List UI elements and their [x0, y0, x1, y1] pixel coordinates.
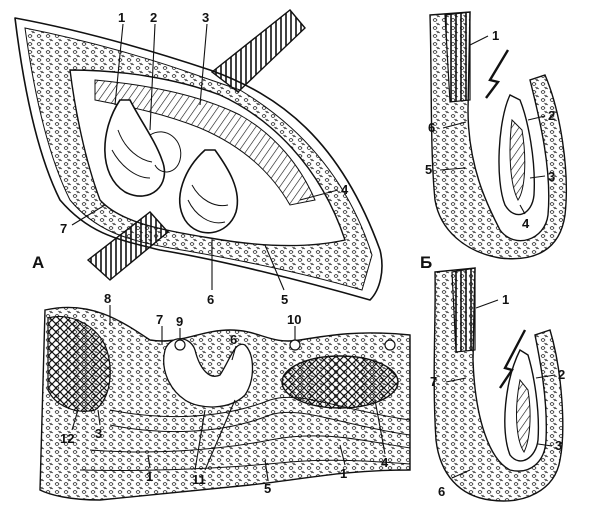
- panel-b-top-label-3: 3: [548, 169, 555, 184]
- panel-c-label-6: 6: [230, 332, 237, 347]
- panel-c-label-3: 3: [95, 426, 102, 441]
- panel-a-label-6: 6: [207, 292, 214, 307]
- panel-a-letter: А: [32, 253, 44, 272]
- panel-c-label-1a: 1: [146, 469, 153, 484]
- panel-a-label-7: 7: [60, 221, 67, 236]
- panel-a-label-2: 2: [150, 10, 157, 25]
- panel-b-bottom-label-2: 2: [558, 367, 565, 382]
- panel-c-label-10: 10: [287, 312, 301, 327]
- panel-b-top-label-2: 2: [548, 108, 555, 123]
- panel-b-letter: Б: [420, 253, 432, 272]
- panel-a-label-5: 5: [281, 292, 288, 307]
- panel-a: 1 2 3 4 5 6 7 А: [14, 9, 383, 307]
- panel-b-top-label-5: 5: [425, 162, 432, 177]
- panel-b-top-label-1: 1: [492, 28, 499, 43]
- panel-b-top-label-6: 6: [428, 120, 435, 135]
- panel-c-label-1b: 1: [340, 466, 347, 481]
- panel-c-label-11: 11: [192, 472, 206, 487]
- panel-c-label-7: 7: [156, 312, 163, 327]
- panel-a-label-3: 3: [202, 10, 209, 25]
- panel-c-label-12: 12: [60, 431, 74, 446]
- panel-b-top: 1 2 3 4 5 6 Б: [420, 11, 567, 272]
- panel-b-bottom-label-1: 1: [502, 292, 509, 307]
- panel-b-top-label-4: 4: [522, 216, 530, 231]
- panel-c-label-9: 9: [176, 314, 183, 329]
- panel-b-bottom-label-6: 6: [438, 484, 445, 499]
- panel-b-bottom: 1 2 3 6 7: [430, 267, 565, 502]
- panel-c-cross-section: 8 7 9 6 10 12 3 1 11 5 1 4: [39, 291, 411, 501]
- panel-a-label-4: 4: [341, 182, 349, 197]
- panel-c-label-5: 5: [264, 481, 271, 496]
- panel-b-bottom-label-7: 7: [430, 374, 437, 389]
- panel-a-label-1: 1: [118, 10, 125, 25]
- panel-b-bottom-label-3: 3: [555, 438, 562, 453]
- panel-c-label-8: 8: [104, 291, 111, 306]
- panel-c-label-4: 4: [381, 455, 389, 470]
